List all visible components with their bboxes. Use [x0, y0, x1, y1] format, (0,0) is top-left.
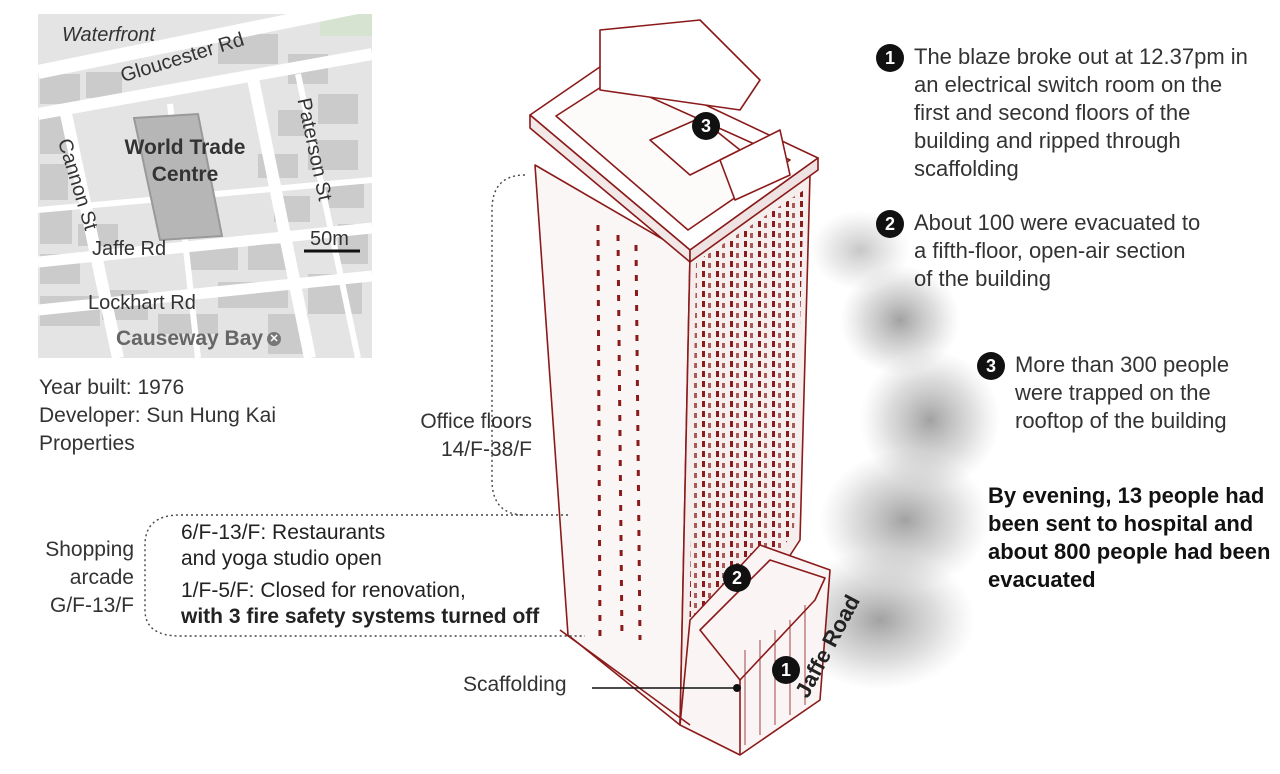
lockhart-rd-label: Lockhart Rd — [88, 292, 196, 314]
causeway-bay-label: Causeway Bay✕ — [116, 327, 282, 351]
building-facts: Year built: 1976 Developer: Sun Hung Kai… — [39, 374, 329, 458]
upper-floors-line-2: and yoga studio open — [181, 547, 382, 570]
note-2-text: About 100 were evacuated to a fifth-floo… — [914, 210, 1201, 291]
office-bracket — [491, 174, 526, 516]
mtr-station-icon: ✕ — [267, 332, 282, 347]
jaffe-rd-label: Jaffe Rd — [92, 238, 167, 260]
waterfront-label: Waterfront — [62, 24, 155, 46]
upper-arcade-floors: 6/F-13/F: Restaurants and yoga studio op… — [181, 520, 385, 572]
note-3-number: 3 — [977, 352, 1005, 380]
marker-1-switch-room: 1 — [772, 656, 800, 684]
scale-label: 50m — [310, 228, 349, 250]
lower-arcade-floors: 1/F-5/F: Closed for renovation, with 3 f… — [181, 578, 539, 630]
year-built: Year built: 1976 — [39, 376, 185, 399]
lower-floors-line-1: 1/F-5/F: Closed for renovation, — [181, 579, 466, 602]
note-2-number: 2 — [876, 210, 904, 238]
scaffolding-point — [733, 684, 741, 692]
world-trade-centre-label: World Trade Centre — [124, 136, 246, 186]
marker-3-rooftop: 3 — [692, 112, 720, 140]
arcade-bracket — [144, 514, 585, 637]
developer: Developer: Sun Hung Kai Properties — [39, 404, 276, 455]
arcade-line-3: G/F-13/F — [49, 594, 134, 617]
map-streets — [38, 14, 372, 358]
office-floors-range: 14/F-38/F — [440, 438, 532, 461]
note-3-text: More than 300 people were trapped on the… — [1015, 352, 1230, 433]
arcade-line-2: arcade — [69, 566, 134, 589]
note-1-number: 1 — [876, 44, 904, 72]
note-1-text: The blaze broke out at 12.37pm in an ele… — [914, 44, 1248, 181]
shopping-arcade-label: Shopping arcade G/F-13/F — [20, 536, 134, 620]
scaffolding-label: Scaffolding — [463, 673, 567, 696]
office-floors-title: Office floors — [420, 410, 532, 433]
marker-2-fifth-floor: 2 — [723, 564, 751, 592]
location-map: Waterfront Gloucester Rd Paterson St Can… — [38, 14, 372, 358]
upper-floors-line-1: 6/F-13/F: Restaurants — [181, 521, 386, 544]
smoke-plume — [785, 210, 1000, 690]
arcade-line-1: Shopping — [45, 538, 134, 561]
office-floors-label: Office floors 14/F-38/F — [392, 408, 532, 464]
summary-text: By evening, 13 people had been sent to h… — [988, 483, 1271, 592]
fire-safety-off-text: with 3 fire safety systems turned off — [181, 605, 540, 628]
